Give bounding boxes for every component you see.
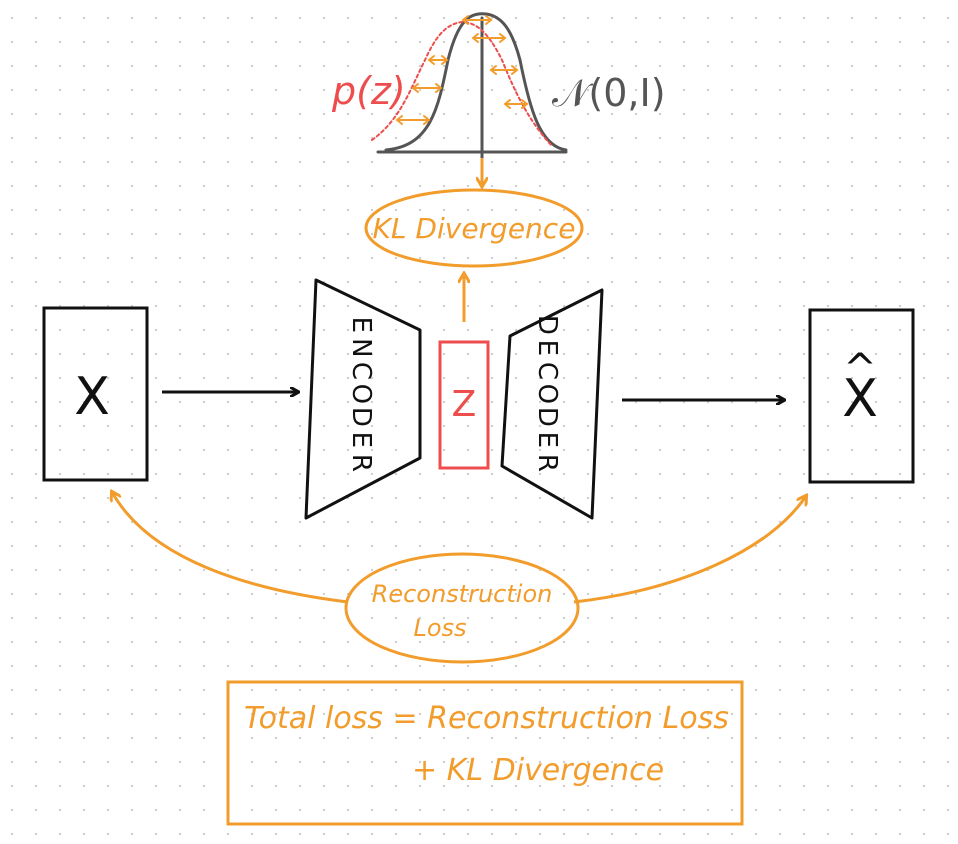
input-box xyxy=(42,306,149,482)
reconstruction-loss-ellipse xyxy=(344,552,580,664)
reconstruction-loss-line2: Loss xyxy=(413,614,466,642)
decoder-letter: C xyxy=(532,362,562,380)
decoder-letter: O xyxy=(532,384,562,404)
latent-box xyxy=(438,340,490,470)
output-box xyxy=(808,308,915,484)
input-label: X xyxy=(74,367,110,427)
encoder-letter: E xyxy=(346,317,376,333)
encoder-letter: N xyxy=(346,338,376,357)
reconstruction-loss-line1: Reconstruction xyxy=(372,580,553,608)
output-hat-mark: ^ xyxy=(843,346,877,392)
curve-difference-arrows xyxy=(395,15,529,125)
normal-distribution-label: 𝒩(0,I) xyxy=(552,71,666,115)
output-node: ^ X xyxy=(808,308,915,484)
decoder-letter: E xyxy=(532,340,562,356)
total-loss-rect xyxy=(226,680,744,826)
input-node: X xyxy=(42,306,149,482)
prior-pz-curve xyxy=(371,20,553,147)
recon-to-output-arrow xyxy=(573,496,806,604)
encoder-letter: R xyxy=(346,454,376,472)
normal-distribution-curve xyxy=(384,12,568,152)
total-loss-line1: Total loss = Reconstruction Loss xyxy=(244,701,729,736)
encoder-letter: E xyxy=(346,432,376,448)
total-loss-box: Total loss = Reconstruction Loss + KL Di… xyxy=(226,680,744,826)
kl-divergence-label: KL Divergence xyxy=(373,212,576,245)
reconstruction-loss-node: Reconstruction Loss xyxy=(344,552,580,664)
recon-to-input-arrow xyxy=(112,492,349,604)
encoder-shape xyxy=(304,278,422,520)
kl-divergence-ellipse xyxy=(364,188,584,268)
latent-node: Z xyxy=(438,340,490,470)
decoder-shape xyxy=(500,288,604,520)
kl-divergence-node: KL Divergence xyxy=(364,188,584,268)
decoder-letter: R xyxy=(532,454,562,472)
prior-pz-label: p(z) xyxy=(331,69,406,113)
output-label: X xyxy=(842,369,878,429)
latent-label: Z xyxy=(452,384,477,425)
decoder-letter: D xyxy=(532,407,562,427)
decoder-letter: E xyxy=(532,432,562,448)
encoder-letter: C xyxy=(346,362,376,380)
distribution-plot: p(z) 𝒩(0,I) xyxy=(331,12,666,160)
encoder-letter: D xyxy=(346,407,376,427)
decoder-letter: D xyxy=(532,315,562,335)
total-loss-line2: + KL Divergence xyxy=(412,753,664,788)
encoder-letter: O xyxy=(346,384,376,404)
